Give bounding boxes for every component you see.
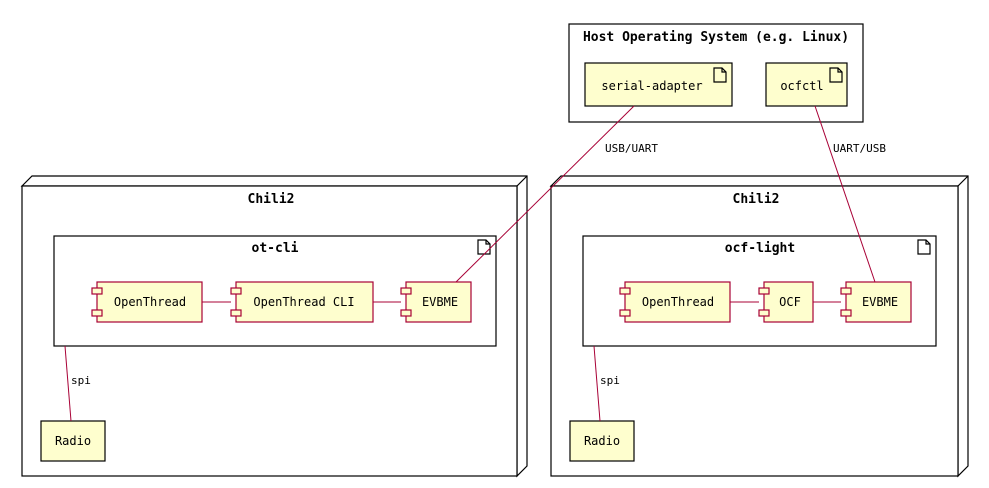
host-os-frame: Host Operating System (e.g. Linux) seria… bbox=[568, 23, 864, 123]
usb-uart-label: USB/UART bbox=[605, 142, 658, 155]
left-spi-link bbox=[64, 345, 72, 422]
openthread-cli-label: OpenThread CLI bbox=[253, 295, 354, 309]
ocf-component: OCF bbox=[758, 281, 814, 323]
left-radio: Radio bbox=[40, 420, 106, 462]
uart-usb-link bbox=[814, 105, 876, 283]
left-evbme-component: EVBME bbox=[400, 281, 472, 323]
right-openthread-label: OpenThread bbox=[642, 295, 714, 309]
right-evbme-component: EVBME bbox=[840, 281, 912, 323]
openthread-cli-component: OpenThread CLI bbox=[230, 281, 374, 323]
ocf-label: OCF bbox=[779, 295, 801, 309]
left-spi-label: spi bbox=[71, 374, 91, 387]
right-node-title: Chili2 bbox=[733, 192, 780, 207]
left-chili2-node: Chili2 ot-cli OpenThread OpenThread CLI … bbox=[20, 175, 528, 478]
uart-usb-label: UART/USB bbox=[833, 142, 886, 155]
serial-adapter-label: serial-adapter bbox=[601, 79, 702, 93]
ocf-light-title: ocf-light bbox=[725, 241, 795, 256]
host-os-title: Host Operating System (e.g. Linux) bbox=[583, 30, 849, 45]
left-evbme-label: EVBME bbox=[422, 295, 458, 309]
right-evbme-label: EVBME bbox=[862, 295, 898, 309]
left-openthread-component: OpenThread bbox=[91, 281, 203, 323]
left-radio-label: Radio bbox=[55, 434, 91, 448]
right-spi-label: spi bbox=[600, 374, 620, 387]
left-node-title: Chili2 bbox=[248, 192, 295, 207]
left-openthread-label: OpenThread bbox=[114, 295, 186, 309]
ot-cli-title: ot-cli bbox=[252, 241, 299, 256]
ocfctl-artifact: ocfctl bbox=[765, 62, 848, 107]
ocfctl-label: ocfctl bbox=[780, 79, 823, 93]
right-radio-label: Radio bbox=[584, 434, 620, 448]
right-radio: Radio bbox=[569, 420, 635, 462]
usb-uart-link bbox=[455, 105, 635, 283]
right-chili2-node: Chili2 ocf-light OpenThread OCF EVBME bbox=[549, 175, 969, 478]
right-openthread-component: OpenThread bbox=[619, 281, 731, 323]
right-spi-link bbox=[593, 345, 601, 422]
serial-adapter-artifact: serial-adapter bbox=[584, 62, 733, 107]
